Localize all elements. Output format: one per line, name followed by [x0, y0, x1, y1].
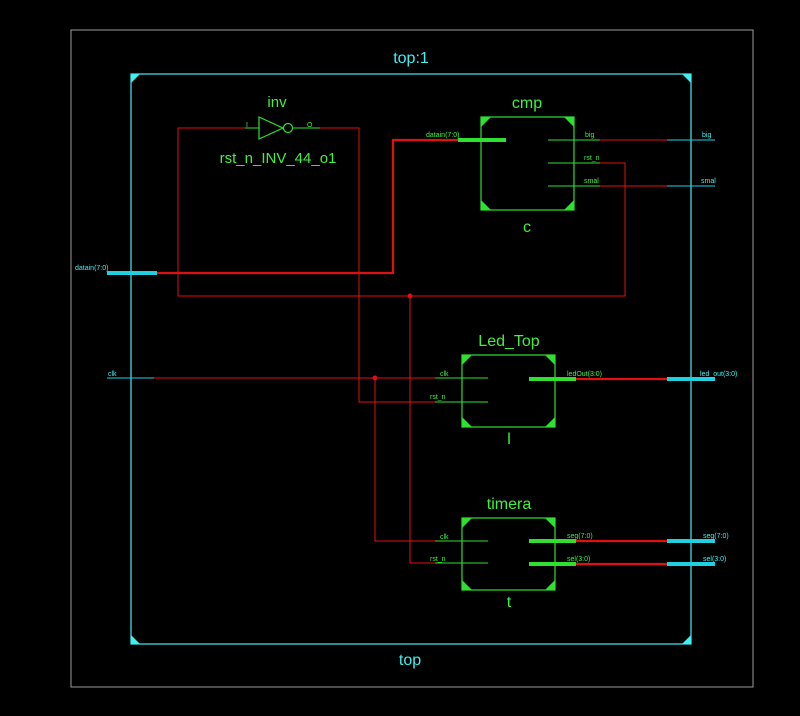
port-seg-label: seg(7:0) — [703, 533, 729, 540]
led-top-pin-clk-label: clk — [440, 371, 449, 378]
inverter-gate[interactable]: inv I O rst_n_INV_44_o1 — [220, 94, 337, 167]
corner-marker — [462, 518, 472, 528]
inverter-instance-label: rst_n_INV_44_o1 — [220, 150, 337, 167]
module-name: top — [399, 652, 421, 669]
port-sel-label: sel(3:0) — [703, 556, 726, 563]
junction-dot — [372, 375, 378, 381]
led-top-pin-out-label: ledOut(3:0) — [567, 371, 602, 378]
timera-body — [461, 517, 556, 591]
inverter-pin-in-label: I — [246, 122, 248, 129]
cmp-pin-smal-label: smal — [584, 178, 599, 185]
led-top-block[interactable]: Led_Top clk rst_n ledOut(3:0) l — [430, 333, 602, 448]
net-rst-n-timera[interactable] — [409, 296, 488, 564]
led-top-instance: l — [507, 431, 511, 448]
cmp-pin-rst-label: rst_n — [584, 155, 600, 162]
led-top-body — [461, 354, 556, 428]
corner-marker — [545, 417, 555, 427]
corner-marker — [481, 200, 491, 210]
inverter-type-label: inv — [267, 94, 287, 111]
led-top-title: Led_Top — [478, 333, 539, 350]
net-rst-n[interactable] — [178, 162, 626, 297]
corner-marker — [564, 117, 574, 127]
corner-marker — [462, 417, 472, 427]
cmp-block[interactable]: cmp datain(7:0) big rst_n smal c — [426, 95, 600, 236]
port-led-out-label: led_out(3:0) — [700, 371, 737, 378]
port-smal-label: smal — [701, 178, 716, 185]
inverter-triangle — [258, 116, 285, 140]
net-rst-n-inv-in[interactable] — [177, 127, 245, 296]
corner-marker — [462, 355, 472, 365]
timera-title: timera — [487, 496, 532, 513]
timera-pin-clk-label: clk — [440, 534, 449, 541]
timera-pin-rst-label: rst_n — [430, 556, 446, 563]
cmp-pin-big-label: big — [585, 132, 594, 139]
timera-pin-sel-label: sel(3:0) — [567, 556, 590, 563]
ports: datain(7:0) clk big smal led_out(3:0) se… — [75, 132, 737, 566]
inverter-pin-out-label: O — [307, 122, 313, 129]
timera-pin-seg-label: seg(7:0) — [567, 533, 593, 540]
corner-marker — [462, 580, 472, 590]
corner-marker — [545, 580, 555, 590]
top-module-border — [130, 73, 692, 645]
inverter-bubble — [282, 122, 294, 134]
net-inv-out[interactable] — [320, 127, 488, 403]
cmp-title: cmp — [512, 95, 542, 112]
corner-marker — [481, 117, 491, 127]
corner-marker — [564, 200, 574, 210]
cmp-instance: c — [523, 219, 531, 236]
top-module[interactable] — [130, 73, 692, 645]
outer-frame — [70, 29, 754, 688]
junction-dot — [407, 293, 413, 299]
corner-marker — [545, 355, 555, 365]
port-datain-label: datain(7:0) — [75, 265, 108, 272]
led-top-pin-rst-label: rst_n — [430, 394, 446, 401]
port-clk-label: clk — [108, 371, 117, 378]
corner-marker — [131, 74, 140, 83]
corner-marker — [545, 518, 555, 528]
timera-instance: t — [507, 594, 512, 611]
port-big-label: big — [702, 132, 711, 139]
net-datain[interactable] — [157, 138, 458, 275]
instance-title: top:1 — [393, 50, 429, 67]
timera-block[interactable]: timera clk rst_n seg(7:0) sel(3:0) t — [430, 496, 593, 611]
corner-marker — [682, 74, 691, 83]
cmp-pin-in-label: datain(7:0) — [426, 132, 459, 139]
corner-marker — [682, 635, 691, 644]
corner-marker — [131, 635, 140, 644]
nets — [154, 127, 667, 566]
